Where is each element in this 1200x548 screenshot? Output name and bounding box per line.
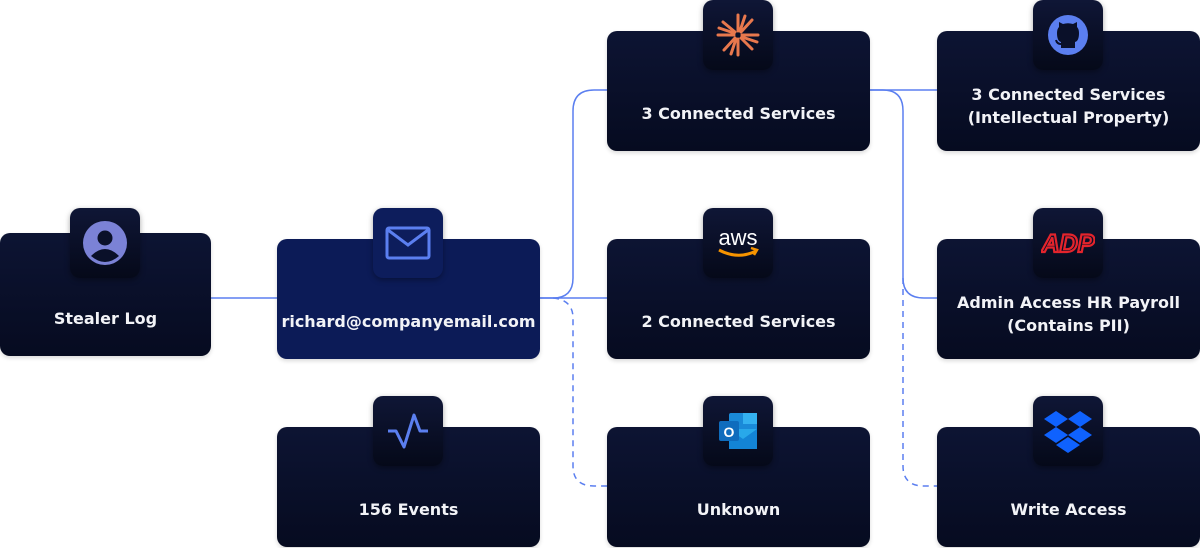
adp-logo-icon: ADP: [1033, 208, 1103, 278]
node-label: richard@companyemail.com: [281, 312, 536, 331]
edge-claude-to-adp: [870, 89, 937, 299]
user-avatar-icon: [70, 208, 140, 278]
svg-text:aws: aws: [718, 225, 757, 250]
edge-claude-to-dropbox: [902, 278, 937, 487]
node-label: Admin Access HR Payroll (Contains PII): [957, 293, 1180, 335]
node-label: Write Access: [1010, 500, 1127, 519]
node-label: 3 Connected Services (Intellectual Prope…: [967, 85, 1170, 127]
node-label: 3 Connected Services: [641, 104, 836, 123]
outlook-logo-icon: O: [703, 396, 773, 466]
svg-text:ADP: ADP: [1041, 230, 1095, 258]
github-logo-icon: [1033, 0, 1103, 70]
node-outlook[interactable]: Unknown: [607, 427, 870, 547]
edge-email-to-outlook: [552, 297, 607, 487]
node-label: 2 Connected Services: [641, 312, 836, 331]
edge-email-to-claude: [540, 89, 607, 299]
aws-logo-icon: aws: [703, 208, 773, 278]
activity-pulse-icon: [373, 396, 443, 466]
svg-text:O: O: [724, 424, 735, 440]
mail-icon: [373, 208, 443, 278]
node-label: Unknown: [696, 500, 781, 519]
dropbox-logo-icon: [1033, 396, 1103, 466]
node-label: 156 Events: [358, 500, 459, 519]
sunburst-logo-icon: [703, 0, 773, 70]
node-claude-services[interactable]: 3 Connected Services: [607, 31, 870, 151]
node-stealer-log[interactable]: Stealer Log: [0, 233, 211, 356]
node-label: Stealer Log: [53, 309, 158, 328]
